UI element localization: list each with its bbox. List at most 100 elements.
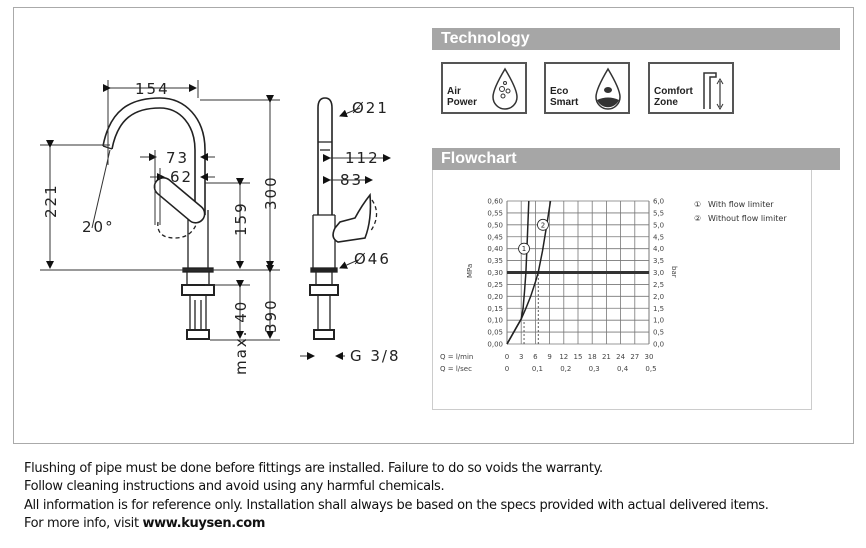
dim-diameter-21: Ø21 [352, 99, 389, 117]
tech-label-line2: Smart [550, 97, 579, 108]
comfort-zone-faucet-icon [703, 72, 724, 110]
x2-tick-label: 0,2 [560, 365, 571, 373]
y-tick-label: 0,30 [487, 269, 503, 277]
x-tick-label: 9 [547, 353, 551, 361]
dim-112: 112 [345, 149, 380, 167]
y-tick-label: 0,50 [487, 221, 503, 229]
y-tick-label: 0,60 [487, 198, 503, 206]
dim-159: 159 [232, 201, 250, 236]
y-axis-label: MPa [466, 264, 474, 278]
note-flushing: Flushing of pipe must be done before fit… [24, 461, 603, 476]
y-tick-label: 0,15 [487, 305, 503, 313]
y-tick-label: 0,20 [487, 293, 503, 301]
x-tick-label: 24 [616, 353, 625, 361]
series-marker-circle [518, 242, 530, 255]
flowchart-header: Flowchart [432, 148, 840, 170]
legend-text-2: Without flow limiter [708, 214, 787, 223]
series-marker-label: 2 [541, 221, 545, 229]
x-tick-label: 0 [505, 353, 509, 361]
dim-390: 390 [262, 298, 280, 333]
dim-max-40: max. 40 [232, 300, 250, 375]
x2-tick-label: 0,1 [532, 365, 543, 373]
x-tick-label: 30 [645, 353, 654, 361]
tech-label-line1: Eco [550, 86, 569, 97]
air-power-drop-icon [492, 67, 518, 110]
series-marker-circle [537, 218, 549, 231]
legend-text-1: With flow limiter [708, 200, 774, 209]
x2-tick-label: 0 [505, 365, 509, 373]
y-right-tick-label: 0,0 [653, 341, 664, 349]
dim-20-degrees: 20° [82, 218, 115, 236]
chart-series: 12 [506, 200, 649, 345]
dim-62: 62 [170, 168, 193, 186]
x-tick-label: 21 [602, 353, 611, 361]
x-tick-label: 6 [533, 353, 538, 361]
legend-symbol-2: ② [694, 214, 701, 223]
x2-tick-label: 0,4 [617, 365, 629, 373]
dimension-drawing: 154 73 62 20° 221 159 300 max. 40 390 Ø2… [40, 80, 401, 375]
y-right-tick-label: 4,5 [653, 233, 664, 241]
faucet-side-view [309, 97, 378, 340]
y-tick-label: 0,55 [487, 209, 503, 217]
y-tick-label: 0,10 [487, 317, 503, 325]
more-info-text: For more info, visit [24, 515, 143, 531]
y-right-tick-label: 6,0 [653, 198, 664, 206]
y-right-tick-label: 2,5 [653, 281, 664, 289]
dim-thread-g38: G 3/8 [350, 347, 401, 365]
dim-300: 300 [262, 175, 280, 210]
y-right-tick-label: 5,0 [653, 221, 664, 229]
x-axis-label-lsec: Q = l/sec [440, 365, 472, 373]
y-tick-label: 0,35 [487, 257, 503, 265]
content-frame [13, 7, 854, 444]
y-tick-label: 0,25 [487, 281, 503, 289]
dimension-lines [40, 80, 391, 360]
tech-label-line1: Air [447, 86, 461, 97]
tech-label-line1: Comfort [654, 86, 693, 97]
x-tick-label: 27 [630, 353, 639, 361]
note-cleaning: Follow cleaning instructions and avoid u… [24, 479, 445, 495]
y-tick-label: 0,40 [487, 245, 503, 253]
tech-label-line2: Power [447, 97, 478, 108]
tech-label-line2: Zone [654, 97, 678, 108]
technology-header: Technology [432, 28, 840, 50]
y-axis-right-label: bar [670, 266, 678, 278]
x2-tick-label: 0,3 [589, 365, 600, 373]
y-right-tick-label: 1,5 [653, 305, 664, 313]
dim-83: 83 [340, 171, 363, 189]
note-more-info: For more info, visit www.kuysen.com [24, 515, 768, 533]
dim-73: 73 [166, 149, 189, 167]
y-right-tick-label: 2,0 [653, 293, 664, 301]
flowchart-panel [432, 170, 812, 410]
x-tick-label: 18 [588, 353, 597, 361]
y-tick-label: 0,45 [487, 233, 503, 241]
series-line-2 [506, 200, 552, 345]
x-axis-label-lmin: Q = l/min [440, 353, 473, 361]
dim-154: 154 [135, 80, 170, 98]
y-right-tick-label: 0,5 [653, 329, 664, 337]
chart-legend: ① With flow limiter ② Without flow limit… [694, 200, 787, 223]
x-tick-label: 15 [574, 353, 583, 361]
faucet-front-view [102, 97, 215, 340]
x-tick-label: 3 [519, 353, 523, 361]
website-link[interactable]: www.kuysen.com [142, 515, 266, 531]
x2-tick-label: 0,5 [645, 365, 656, 373]
x-tick-label: 12 [559, 353, 568, 361]
y-right-tick-label: 1,0 [653, 317, 664, 325]
y-tick-label: 0,05 [487, 329, 503, 337]
y-right-tick-label: 3,0 [653, 269, 664, 277]
dim-221: 221 [42, 183, 60, 218]
legend-symbol-1: ① [694, 200, 701, 209]
eco-smart-drop-icon [595, 67, 621, 110]
notes: Flushing of pipe must be done before fit… [24, 460, 769, 533]
y-right-tick-label: 4,0 [653, 245, 664, 253]
note-reference: All information is for reference only. I… [24, 497, 769, 513]
series-marker-label: 1 [522, 245, 526, 253]
dim-diameter-46: Ø46 [354, 250, 391, 268]
y-right-tick-label: 3,5 [653, 257, 664, 265]
